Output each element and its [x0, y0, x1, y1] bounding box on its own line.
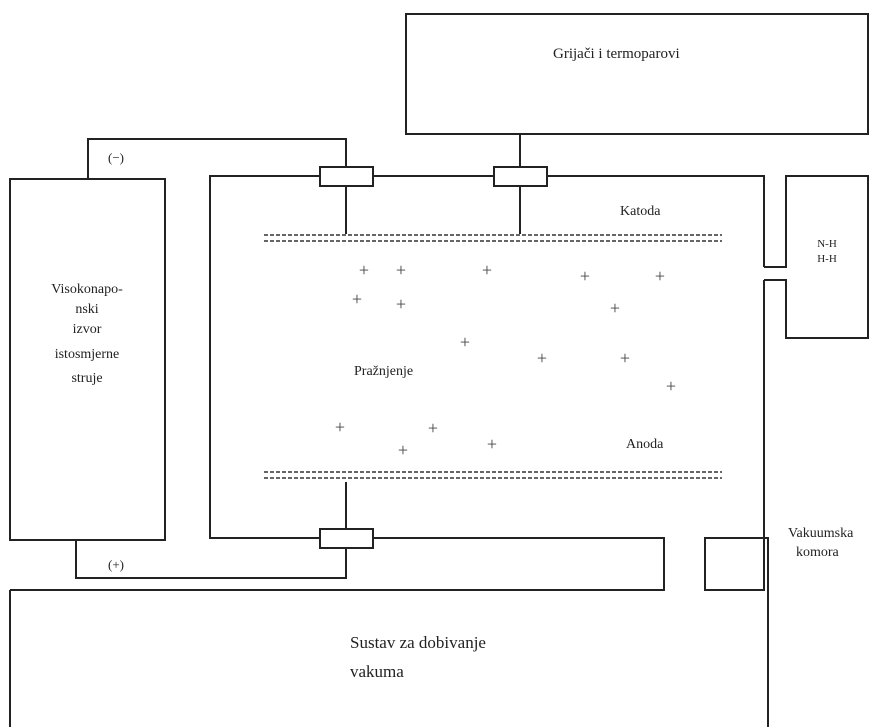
chamber-wall-upper [10, 175, 765, 591]
chamber-wall-lower [704, 280, 769, 727]
ions-group: + + + + + + + + + + + + + + + + [335, 260, 676, 460]
ion-plus-icon: + [537, 348, 547, 368]
ion-plus-icon: + [620, 348, 630, 368]
discharge-label: Pražnjenje [354, 364, 413, 379]
positive-wire [75, 540, 347, 579]
ion-plus-icon: + [610, 298, 620, 318]
ion-plus-icon: + [666, 376, 676, 396]
gas-inlet-box [764, 175, 869, 339]
anode-label: Anoda [626, 437, 664, 452]
heaters-label: Grijači i termoparovi [553, 46, 680, 62]
ion-plus-icon: + [396, 260, 406, 280]
power-supply-label-line1: Visokonapo- [51, 282, 123, 297]
anode-feedthrough [319, 528, 374, 549]
vacuum-system-label-line2: vakuma [350, 662, 404, 681]
minus-terminal-label: (−) [108, 150, 124, 165]
power-supply-label-line5: struje [71, 371, 102, 386]
ion-plus-icon: + [482, 260, 492, 280]
ion-plus-icon: + [398, 440, 408, 460]
heaters-box [405, 13, 869, 135]
gas-label-line1: N-H [817, 238, 837, 250]
plus-terminal-label: (+) [108, 557, 124, 572]
vacuum-system-label-line1: Sustav za dobivanje [350, 633, 486, 652]
ion-plus-icon: + [335, 417, 345, 437]
ion-plus-icon: + [428, 418, 438, 438]
ion-plus-icon: + [359, 260, 369, 280]
power-supply-label-line2: nski [75, 302, 98, 317]
ion-plus-icon: + [352, 289, 362, 309]
cathode-feedthrough-left [319, 166, 374, 187]
gas-label-line2: H-H [817, 253, 837, 265]
power-supply-label-line4: istosmjerne [55, 347, 120, 362]
ion-plus-icon: + [487, 434, 497, 454]
power-supply-label-line3: izvor [73, 322, 102, 337]
chamber-label-line2: komora [796, 545, 840, 560]
anode-electrode [264, 471, 722, 479]
negative-wire [87, 138, 347, 179]
ion-plus-icon: + [460, 332, 470, 352]
ion-plus-icon: + [580, 266, 590, 286]
cathode-electrode [264, 234, 722, 242]
cathode-feedthrough-right [493, 166, 548, 187]
ion-plus-icon: + [655, 266, 665, 286]
chamber-label-line1: Vakuumska [788, 526, 854, 541]
ion-plus-icon: + [396, 294, 406, 314]
cathode-label: Katoda [620, 204, 661, 219]
